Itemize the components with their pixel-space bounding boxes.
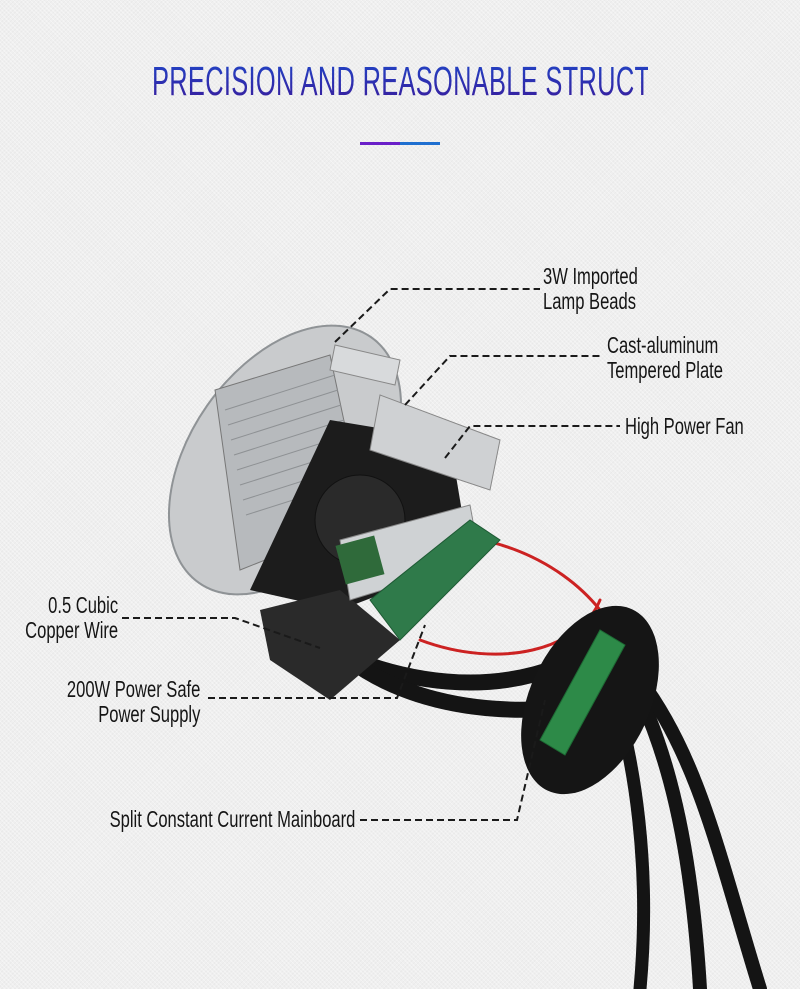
driver-board — [369, 519, 501, 641]
callout-line: 0.5 Cubic — [48, 592, 118, 618]
callout-line: Split Constant Current Mainboard — [109, 806, 355, 832]
callout-mainboard: Split Constant Current Mainboard — [109, 807, 355, 832]
power-supply — [260, 504, 481, 700]
callout-line: High Power Fan — [625, 413, 744, 439]
callout-lamp-beads: 3W Imported Lamp Beads — [543, 264, 638, 314]
leader-power-supply — [208, 624, 426, 699]
callout-line: Cast-aluminum — [607, 332, 719, 358]
leader-tempered-plate — [404, 355, 600, 406]
callout-tempered-plate: Cast-aluminum Tempered Plate — [607, 333, 723, 383]
callout-line: 200W Power Safe — [66, 676, 200, 702]
callout-copper-wire: 0.5 Cubic Copper Wire — [25, 593, 118, 643]
callout-line: Tempered Plate — [607, 357, 723, 383]
title-divider — [360, 142, 440, 145]
callout-line: 3W Imported — [543, 263, 638, 289]
callout-power-supply: 200W Power Safe Power Supply — [67, 677, 200, 727]
leader-copper-wire — [122, 617, 321, 649]
callout-fan: High Power Fan — [625, 414, 744, 439]
leader-mainboard — [360, 699, 546, 821]
leader-lamp-beads — [334, 288, 540, 343]
callout-line: Copper Wire — [25, 617, 118, 643]
callout-line: Lamp Beads — [543, 288, 636, 314]
callout-line: Power Supply — [97, 701, 200, 727]
leader-lines — [122, 288, 620, 821]
leader-fan — [444, 425, 620, 459]
rear-flange — [521, 605, 659, 795]
mounting-bracket — [329, 344, 401, 386]
